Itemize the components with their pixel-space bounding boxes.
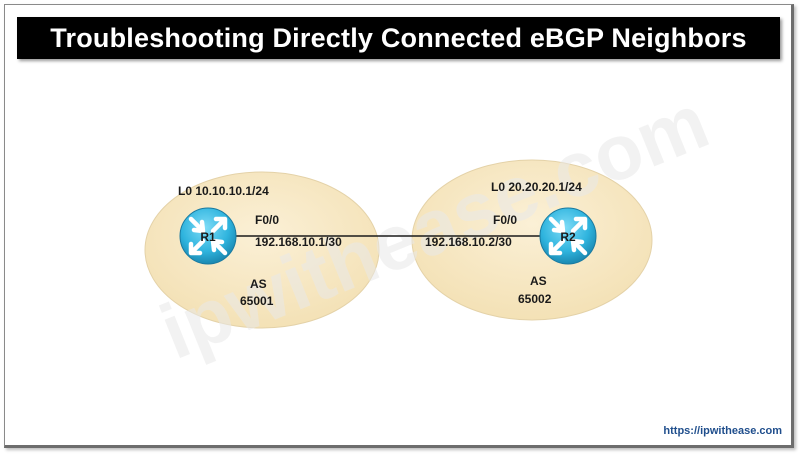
as-65002-ellipse: [411, 159, 653, 321]
router-r1[interactable]: R1: [179, 207, 237, 265]
footer-url-link[interactable]: https://ipwithease.com: [663, 425, 782, 437]
r2-loopback-label: L0 20.20.20.1/24: [491, 180, 582, 194]
r2-ip-label: 192.168.10.2/30: [425, 235, 512, 249]
r1-interface-label: F0/0: [255, 213, 279, 227]
r2-interface-label: F0/0: [493, 213, 517, 227]
as1-label: AS: [250, 277, 267, 291]
r1-ip-label: 192.168.10.1/30: [255, 235, 342, 249]
page-title: Troubleshooting Directly Connected eBGP …: [50, 22, 747, 53]
router-r2[interactable]: R2: [539, 207, 597, 265]
as2-label: AS: [530, 274, 547, 288]
as2-number: 65002: [518, 292, 552, 306]
router-r2-name: R2: [560, 230, 576, 244]
router-r1-name: R1: [200, 230, 216, 244]
title-banner: Troubleshooting Directly Connected eBGP …: [17, 17, 780, 59]
as1-number: 65001: [240, 294, 274, 308]
diagram-frame: [4, 4, 794, 448]
r1-loopback-label: L0 10.10.10.1/24: [178, 184, 269, 198]
